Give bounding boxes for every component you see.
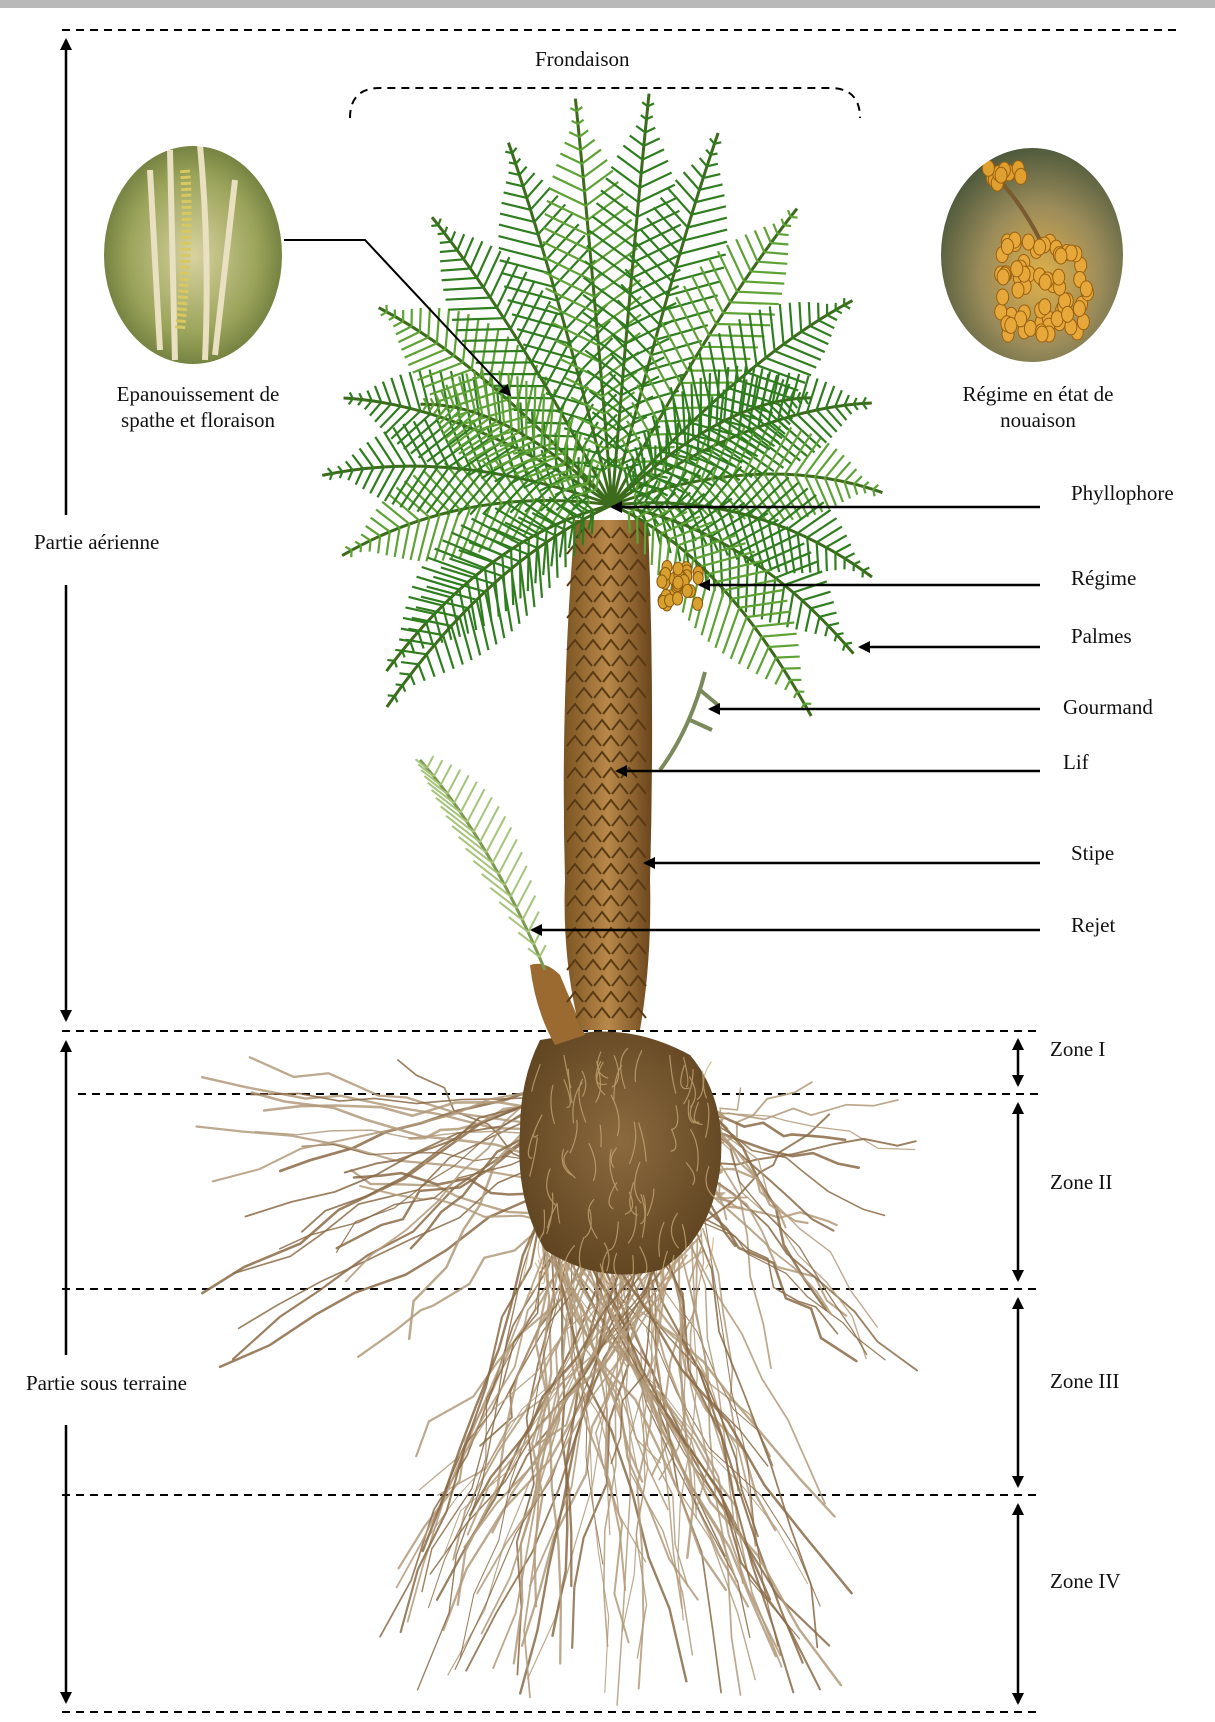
organ-label-rejet: Rejet bbox=[1071, 912, 1115, 938]
organ-label-phyllophore: Phyllophore bbox=[1071, 480, 1174, 506]
zone-label-2: Zone II bbox=[1050, 1169, 1112, 1195]
organ-label-gourmand: Gourmand bbox=[1063, 694, 1153, 720]
organ-label-stipe: Stipe bbox=[1071, 840, 1114, 866]
zone-label-4: Zone IV bbox=[1050, 1568, 1121, 1594]
underground-part-label: Partie sous terraine bbox=[26, 1370, 187, 1396]
zone-label-3: Zone III bbox=[1050, 1368, 1119, 1394]
inset-left-caption-line2: spathe et floraison bbox=[98, 407, 298, 433]
frondaison-bracket bbox=[350, 88, 860, 118]
frondaison-label: Frondaison bbox=[535, 46, 630, 72]
offshoot-frond bbox=[416, 756, 546, 970]
inset-fruit-bunch-photo bbox=[940, 147, 1124, 363]
gourmand-sucker bbox=[660, 672, 718, 770]
inset-left-caption-line1: Epanouissement de bbox=[98, 381, 298, 407]
inset-right-caption-line2: nouaison bbox=[948, 407, 1128, 433]
inset-right-caption: Régime en état de nouaison bbox=[948, 381, 1128, 433]
zone-label-1: Zone I bbox=[1050, 1036, 1105, 1062]
organ-label-regime: Régime bbox=[1071, 565, 1136, 591]
aerial-part-label: Partie aérienne bbox=[34, 529, 159, 555]
inset-flowering-photo bbox=[103, 145, 283, 365]
organ-label-palmes: Palmes bbox=[1071, 623, 1132, 649]
inset-right-caption-line1: Régime en état de bbox=[948, 381, 1128, 407]
organ-label-lif: Lif bbox=[1063, 749, 1089, 775]
inset-left-caption: Epanouissement de spathe et floraison bbox=[98, 381, 298, 433]
